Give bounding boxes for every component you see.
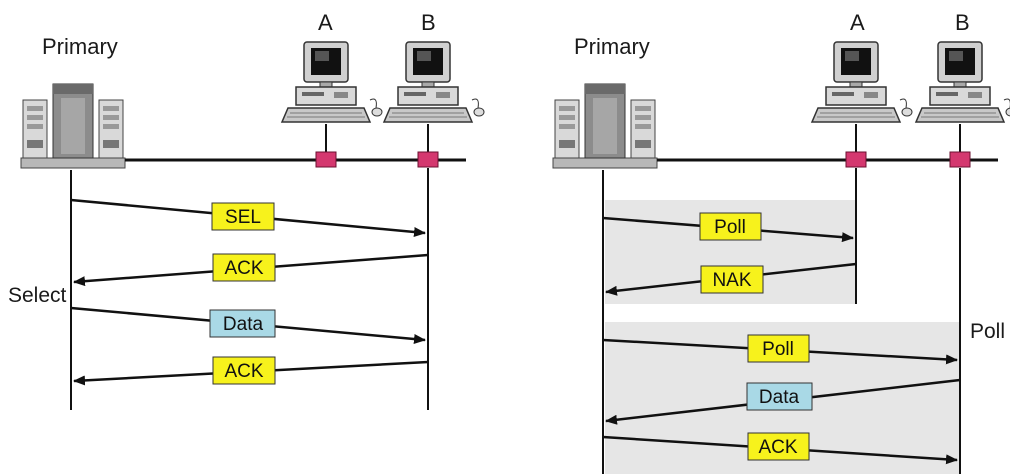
select-panel: Primary A B Select SEL ACK D	[8, 10, 484, 410]
station-b-computer-icon-right	[916, 42, 1010, 122]
ack-frame-right: ACK	[748, 433, 809, 460]
data-frame-label: Data	[223, 314, 264, 335]
nak-frame: NAK	[701, 266, 763, 293]
primary-label: Primary	[42, 34, 118, 59]
ack-frame-1: ACK	[213, 254, 275, 281]
ack-frame-right-label: ACK	[758, 437, 797, 458]
station-b-label-right: B	[955, 10, 970, 35]
station-a-label-right: A	[850, 10, 865, 35]
station-b-computer-icon	[384, 42, 484, 122]
station-b-label: B	[421, 10, 436, 35]
data-frame-right: Data	[747, 383, 812, 410]
sel-frame-label: SEL	[225, 207, 261, 228]
station-b-connector-right	[950, 152, 970, 167]
station-a-connector-right	[846, 152, 866, 167]
poll-frame-2: Poll	[748, 335, 809, 362]
station-a-label: A	[318, 10, 333, 35]
ack-frame-2: ACK	[213, 357, 275, 384]
select-label: Select	[8, 284, 67, 307]
primary-server-icon-right	[553, 84, 657, 168]
ack-frame-2-label: ACK	[224, 361, 263, 382]
station-a-computer-icon	[282, 42, 382, 122]
primary-label-right: Primary	[574, 34, 650, 59]
poll-frame-2-label: Poll	[762, 339, 794, 360]
data-frame: Data	[210, 310, 275, 337]
station-b-connector	[418, 152, 438, 167]
poll-frame-1: Poll	[700, 213, 761, 240]
poll-panel: Primary A B Poll Poll NAK	[553, 10, 1010, 474]
poll-label: Poll	[970, 320, 1005, 343]
poll-frame-1-label: Poll	[714, 217, 746, 238]
data-frame-right-label: Data	[759, 387, 800, 408]
nak-frame-label: NAK	[712, 270, 751, 291]
sel-frame: SEL	[212, 203, 274, 230]
primary-server-icon	[21, 84, 125, 168]
station-a-computer-icon-right	[812, 42, 912, 122]
ack-frame-1-label: ACK	[224, 258, 263, 279]
station-a-connector	[316, 152, 336, 167]
